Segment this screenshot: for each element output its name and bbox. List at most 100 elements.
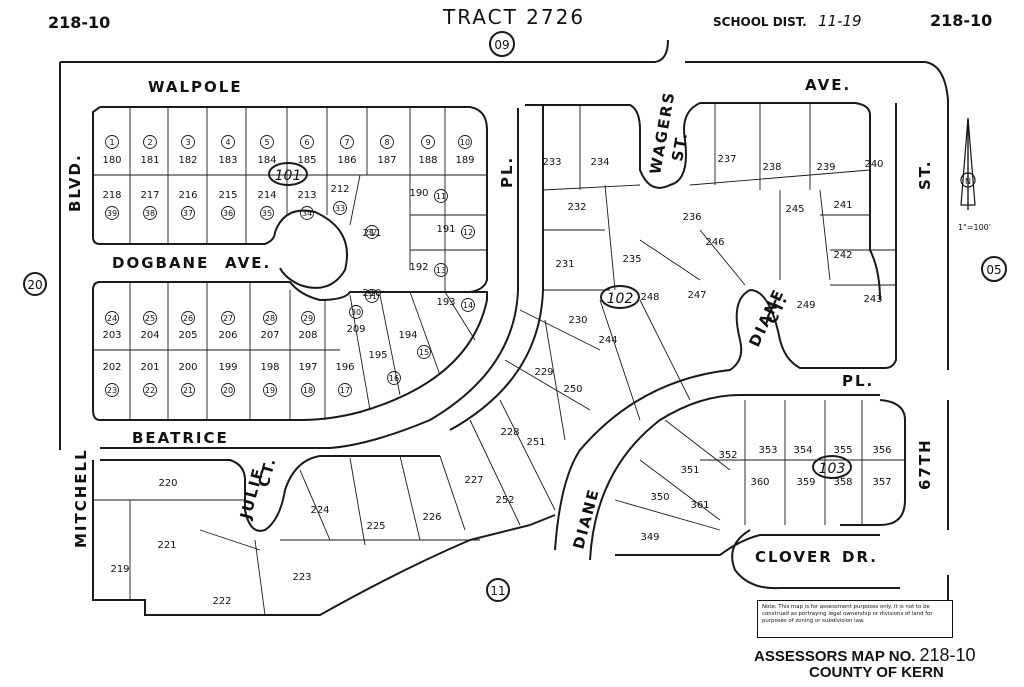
lot-number: 5 xyxy=(264,138,269,147)
lot-number-circle xyxy=(365,225,379,239)
parcel-number: 221 xyxy=(157,540,176,551)
street-pl-right: PL. xyxy=(842,372,874,390)
lot-number: 24 xyxy=(107,314,117,323)
lot-number: 17 xyxy=(340,386,350,395)
lot-number-circle xyxy=(221,311,235,325)
lot-number-circle xyxy=(300,206,314,220)
parcel-number: 203 xyxy=(102,330,121,341)
lot-number-circle xyxy=(349,305,363,319)
parcel-number: 192 xyxy=(409,262,428,273)
page-marker-circle xyxy=(489,31,515,57)
lot-number-circle xyxy=(143,383,157,397)
parcel-number: 225 xyxy=(366,521,385,532)
street-wagers-st: ST. xyxy=(668,130,691,163)
parcel-number: 185 xyxy=(297,155,316,166)
parcel-number: 200 xyxy=(178,362,197,373)
lot-number-circle xyxy=(143,135,157,149)
parcel-number: 209 xyxy=(346,324,365,335)
parcel-number: 238 xyxy=(762,162,781,173)
parcel-number: 222 xyxy=(212,596,231,607)
parcel-number: 231 xyxy=(555,259,574,270)
lot-number: 1 xyxy=(109,138,114,147)
lot-number: 26 xyxy=(183,314,193,323)
lot-number-circle xyxy=(300,135,314,149)
parcel-number: 213 xyxy=(297,190,316,201)
lot-number: 6 xyxy=(304,138,309,147)
page-marker-circle xyxy=(23,272,47,296)
lot-number: 29 xyxy=(303,314,313,323)
lot-number-circle xyxy=(301,311,315,325)
lot-number-circle xyxy=(181,206,195,220)
parcel-number: 243 xyxy=(863,294,882,305)
parcel-number: 217 xyxy=(140,190,159,201)
parcel-number: 246 xyxy=(705,237,724,248)
lot-number: 36 xyxy=(223,209,233,218)
lot-number: 31 xyxy=(367,292,377,301)
parcel-number: 224 xyxy=(310,505,329,516)
parcel-number: 240 xyxy=(864,159,883,170)
lot-number-circle xyxy=(365,289,379,303)
parcel-number: 205 xyxy=(178,330,197,341)
lot-number: 8 xyxy=(384,138,389,147)
parcel-number: 180 xyxy=(102,155,121,166)
parcel-number: 244 xyxy=(598,335,617,346)
parcel-number: 241 xyxy=(833,200,852,211)
header-right-ref: 218-10 xyxy=(930,11,992,30)
page-marker-05: 05 xyxy=(986,263,1001,277)
parcel-number: 187 xyxy=(377,155,396,166)
parcel-number: 206 xyxy=(218,330,237,341)
street-walpole: WALPOLE xyxy=(148,78,243,96)
lot-number-circle xyxy=(458,135,472,149)
parcel-number: 214 xyxy=(257,190,276,201)
parcel-number: 352 xyxy=(718,450,737,461)
parcel-number: 194 xyxy=(398,330,417,341)
street-clover-dr: DR. xyxy=(842,548,878,566)
lot-number: 14 xyxy=(463,301,473,310)
lot-number-circle xyxy=(221,206,235,220)
block-103-oval xyxy=(812,455,852,479)
parcel-number: 230 xyxy=(568,315,587,326)
parcel-number: 211 xyxy=(362,228,381,239)
lot-number-circle xyxy=(340,135,354,149)
header-left-ref: 218-10 xyxy=(48,13,110,32)
block-101-outline xyxy=(100,106,488,293)
lot-number: 10 xyxy=(460,138,470,147)
parcel-number: 183 xyxy=(218,155,237,166)
lot-number: 2 xyxy=(147,138,152,147)
lot-number-circle xyxy=(333,201,347,215)
pl-road-east-edge xyxy=(449,105,544,431)
parcel-number: 189 xyxy=(455,155,474,166)
parcel-number: 227 xyxy=(464,475,483,486)
block-lower-west-outline xyxy=(100,455,440,532)
parcel-grid-lower xyxy=(93,282,476,420)
parcel-number: 357 xyxy=(872,477,891,488)
lot-number-circle xyxy=(301,383,315,397)
lot-number-circle xyxy=(380,135,394,149)
parcel-number: 219 xyxy=(110,564,129,575)
lot-number: 13 xyxy=(436,266,446,275)
lot-number-circle xyxy=(338,383,352,397)
parcel-number: 237 xyxy=(717,154,736,165)
page-marker-11: 11 xyxy=(490,584,505,598)
parcel-number: 235 xyxy=(622,254,641,265)
parcel-number: 226 xyxy=(422,512,441,523)
parcel-number: 202 xyxy=(102,362,121,373)
street-67th: 67TH xyxy=(916,438,934,490)
lot-number-circle xyxy=(143,311,157,325)
page-marker-circle xyxy=(486,578,510,602)
lot-number-circle xyxy=(263,383,277,397)
lot-number-circle xyxy=(421,135,435,149)
block-101-west-outline xyxy=(92,106,276,245)
block-lower-south-outline xyxy=(92,460,531,616)
block-lower-join xyxy=(529,514,556,526)
lot-number: 7 xyxy=(344,138,349,147)
parcel-number: 359 xyxy=(796,477,815,488)
lot-number: 23 xyxy=(107,386,117,395)
lot-number-circle xyxy=(417,345,431,359)
lot-number-circle xyxy=(461,298,475,312)
lot-number: 25 xyxy=(145,314,155,323)
page-marker-09: 09 xyxy=(494,38,509,52)
